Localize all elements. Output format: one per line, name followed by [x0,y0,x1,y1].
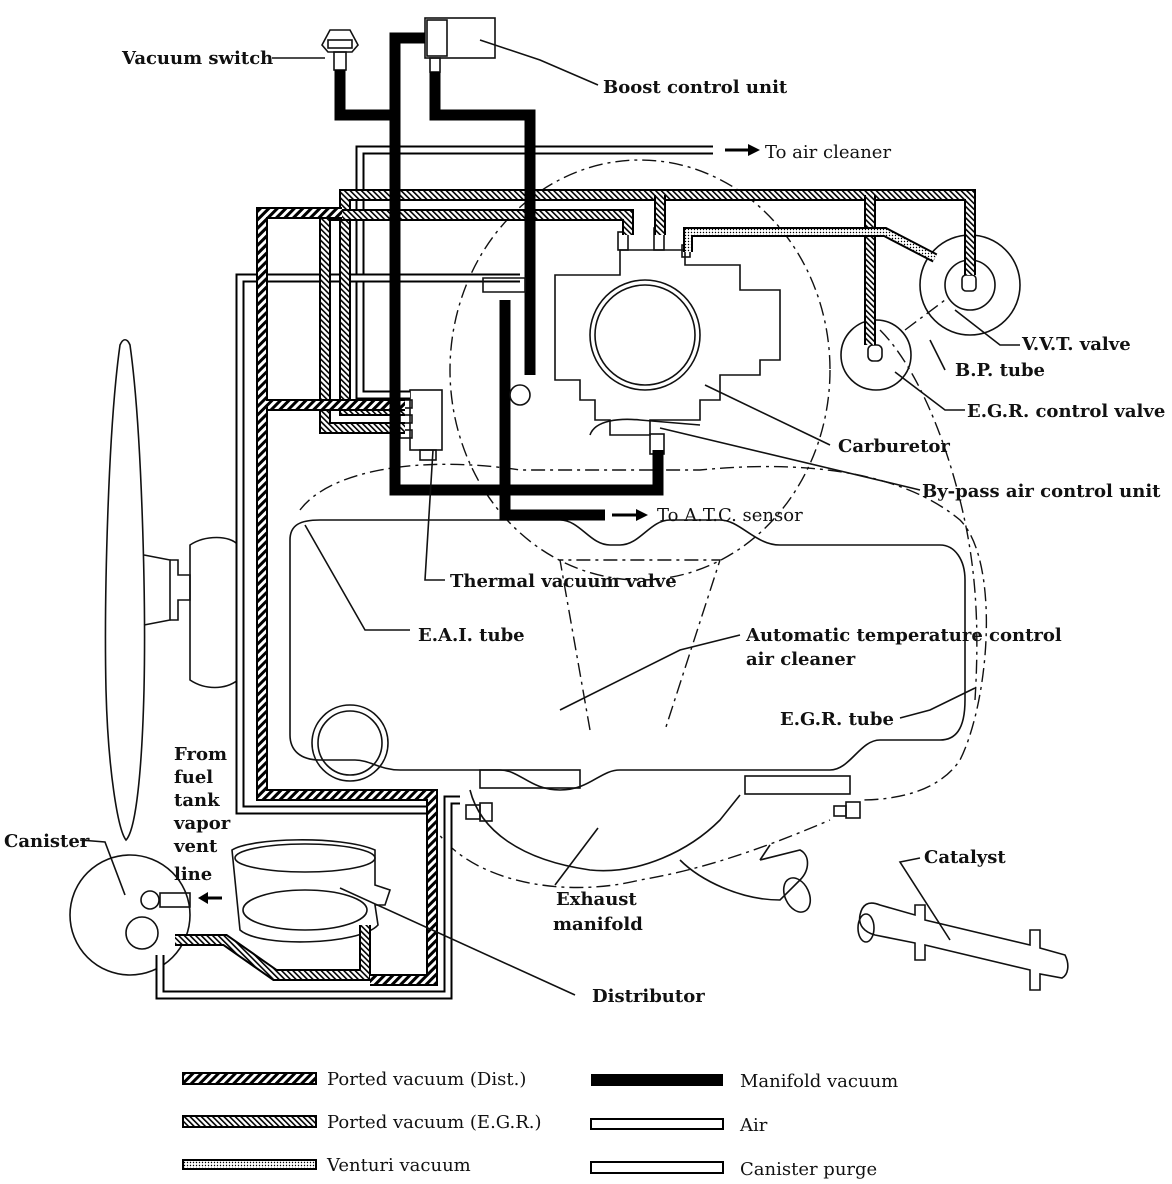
label-vacuum-switch: Vacuum switch [121,48,273,69]
label-canister: Canister [4,831,90,852]
legend-item-venturi: Venturi vacuum [182,1155,471,1176]
label-bp-tube: B.P. tube [955,360,1045,381]
label-atc-air-cleaner-2: air cleaner [746,649,856,670]
distributor [231,839,392,943]
label-atc-air-cleaner-1: Automatic temperature control [745,625,1062,646]
thermal-vacuum-valve [399,389,443,461]
svg-text:Manifold vacuum: Manifold vacuum [740,1071,898,1092]
legend-item-manifold: Manifold vacuum [591,1071,898,1092]
label-distributor: Distributor [592,986,705,1007]
label-from-fuel-3: tank [174,790,220,811]
label-to-atc-sensor: To A.T.C. sensor [657,505,803,526]
label-from-fuel-6: line [174,864,212,885]
legend-item-canister-purge: Canister purge [590,1159,877,1180]
label-eai-tube: E.A.I. tube [418,625,525,646]
to-air-cleaner-arrow-icon [725,144,760,156]
canister [69,854,191,976]
diagram-labels: Vacuum switch Boost control unit To air … [4,48,1165,1007]
svg-text:Ported vacuum (Dist.): Ported vacuum (Dist.) [327,1069,526,1090]
to-atc-sensor-arrow-icon [612,509,648,521]
boost-control-unit [424,17,496,73]
svg-text:Canister purge: Canister purge [740,1159,877,1180]
vacuum-switch [321,29,359,71]
bp-tube [904,299,946,331]
svg-text:Air: Air [739,1115,768,1136]
label-bypass-air-control-unit: By-pass air control unit [922,481,1161,502]
venturi-vacuum-hoses [683,227,938,263]
label-from-fuel-4: vapor [173,813,231,834]
svg-text:Venturi vacuum: Venturi vacuum [326,1155,471,1176]
fuel-vent-arrow-icon [198,892,222,904]
canister-purge-hoses [155,795,460,1000]
bypass-air-control-unit [589,418,701,455]
label-exhaust-2: manifold [553,914,643,935]
legend-item-ported-egr: Ported vacuum (E.G.R.) [182,1112,542,1133]
label-vvt-valve: V.V.T. valve [1021,334,1131,355]
leader-lines [79,39,1020,996]
intake-manifold [289,519,966,913]
label-egr-control-valve: E.G.R. control valve [967,401,1165,422]
ported-vacuum-dist-hoses [256,207,438,986]
label-exhaust-1: Exhaust [556,889,637,910]
manifold-vacuum-hoses [334,32,664,521]
legend-item-air: Air [590,1115,768,1136]
label-catalyst: Catalyst [924,847,1006,868]
catalyst [857,902,1069,991]
label-from-fuel-5: vent [173,836,218,857]
svg-text:Ported vacuum (E.G.R.): Ported vacuum (E.G.R.) [327,1112,542,1133]
legend-item-ported-dist: Ported vacuum (Dist.) [182,1069,526,1090]
label-from-fuel-2: fuel [174,767,213,788]
label-boost-control-unit: Boost control unit [603,77,788,98]
carburetor [554,227,781,436]
label-to-air-cleaner: To air cleaner [765,142,891,163]
legend: Ported vacuum (Dist.) Ported vacuum (E.G… [182,1069,898,1180]
label-carburetor: Carburetor [838,436,950,457]
label-from-fuel-1: From [174,744,227,765]
air-hoses [235,145,713,815]
atc-air-cleaner-outline [299,159,988,889]
label-egr-tube: E.G.R. tube [780,709,894,730]
label-thermal-vacuum-valve: Thermal vacuum valve [450,571,677,592]
